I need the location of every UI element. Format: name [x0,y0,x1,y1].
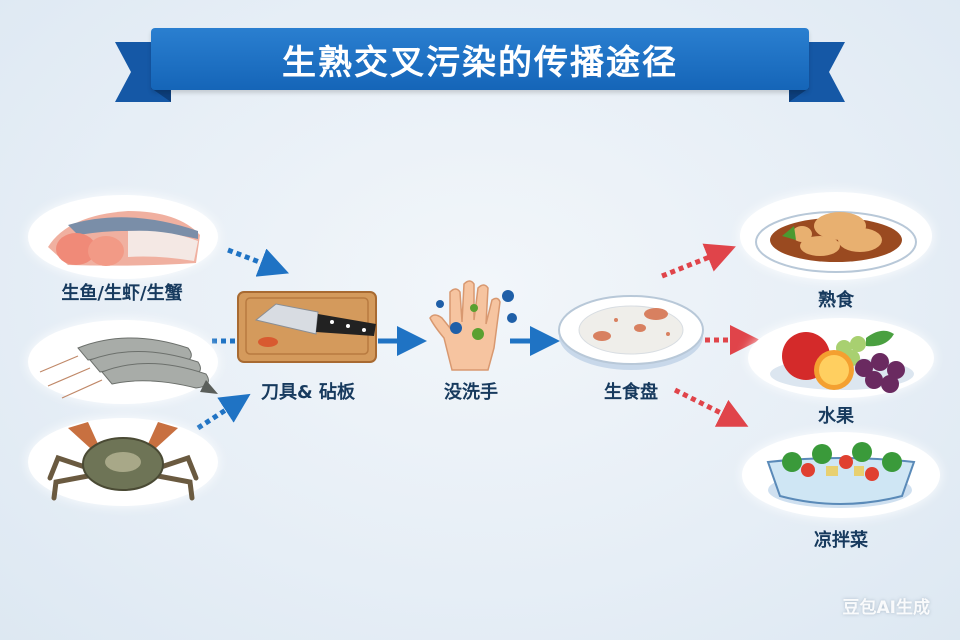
raw-shrimp-icon [39,337,218,399]
fruit-icon [770,330,914,393]
stage-hand [426,278,522,372]
source-crab [28,418,218,506]
germy-hand-icon [429,280,517,371]
source-label: 生鱼/生虾/生蟹 [61,283,183,304]
target-fruit [748,318,934,398]
stage-raw-plate [556,290,706,372]
target-salad [742,432,940,518]
salad-bowl-icon [766,442,916,508]
title-banner: 生熟交叉污染的传播途径 [115,28,845,106]
watermark: 豆包AI生成 [842,598,930,618]
dirty-plate-icon [558,295,704,370]
target-label-salad: 凉拌菜 [814,530,868,551]
arrow-plate-to-salad [673,387,749,427]
target-cooked [740,192,932,280]
raw-crab-icon [47,422,199,501]
source-shrimp [28,320,218,404]
stage-label-hand: 没洗手 [444,382,498,403]
source-fish [28,195,218,279]
page-title: 生熟交叉污染的传播途径 [151,28,809,90]
knife-cutting-board-icon [237,291,377,363]
target-label-fruit: 水果 [818,406,854,427]
arrow-crab-to-board [196,393,251,431]
raw-fish-icon [48,211,200,266]
cooked-food-icon [755,211,917,273]
arrow-fish-to-board [227,247,290,277]
target-label-cooked: 熟食 [818,290,854,311]
stage-label-raw-plate: 生食盘 [604,382,658,403]
stage-label-knife-board: 刀具& 砧板 [261,382,355,403]
arrow-plate-to-cooked [661,243,736,279]
stage-knife-board [236,290,378,366]
